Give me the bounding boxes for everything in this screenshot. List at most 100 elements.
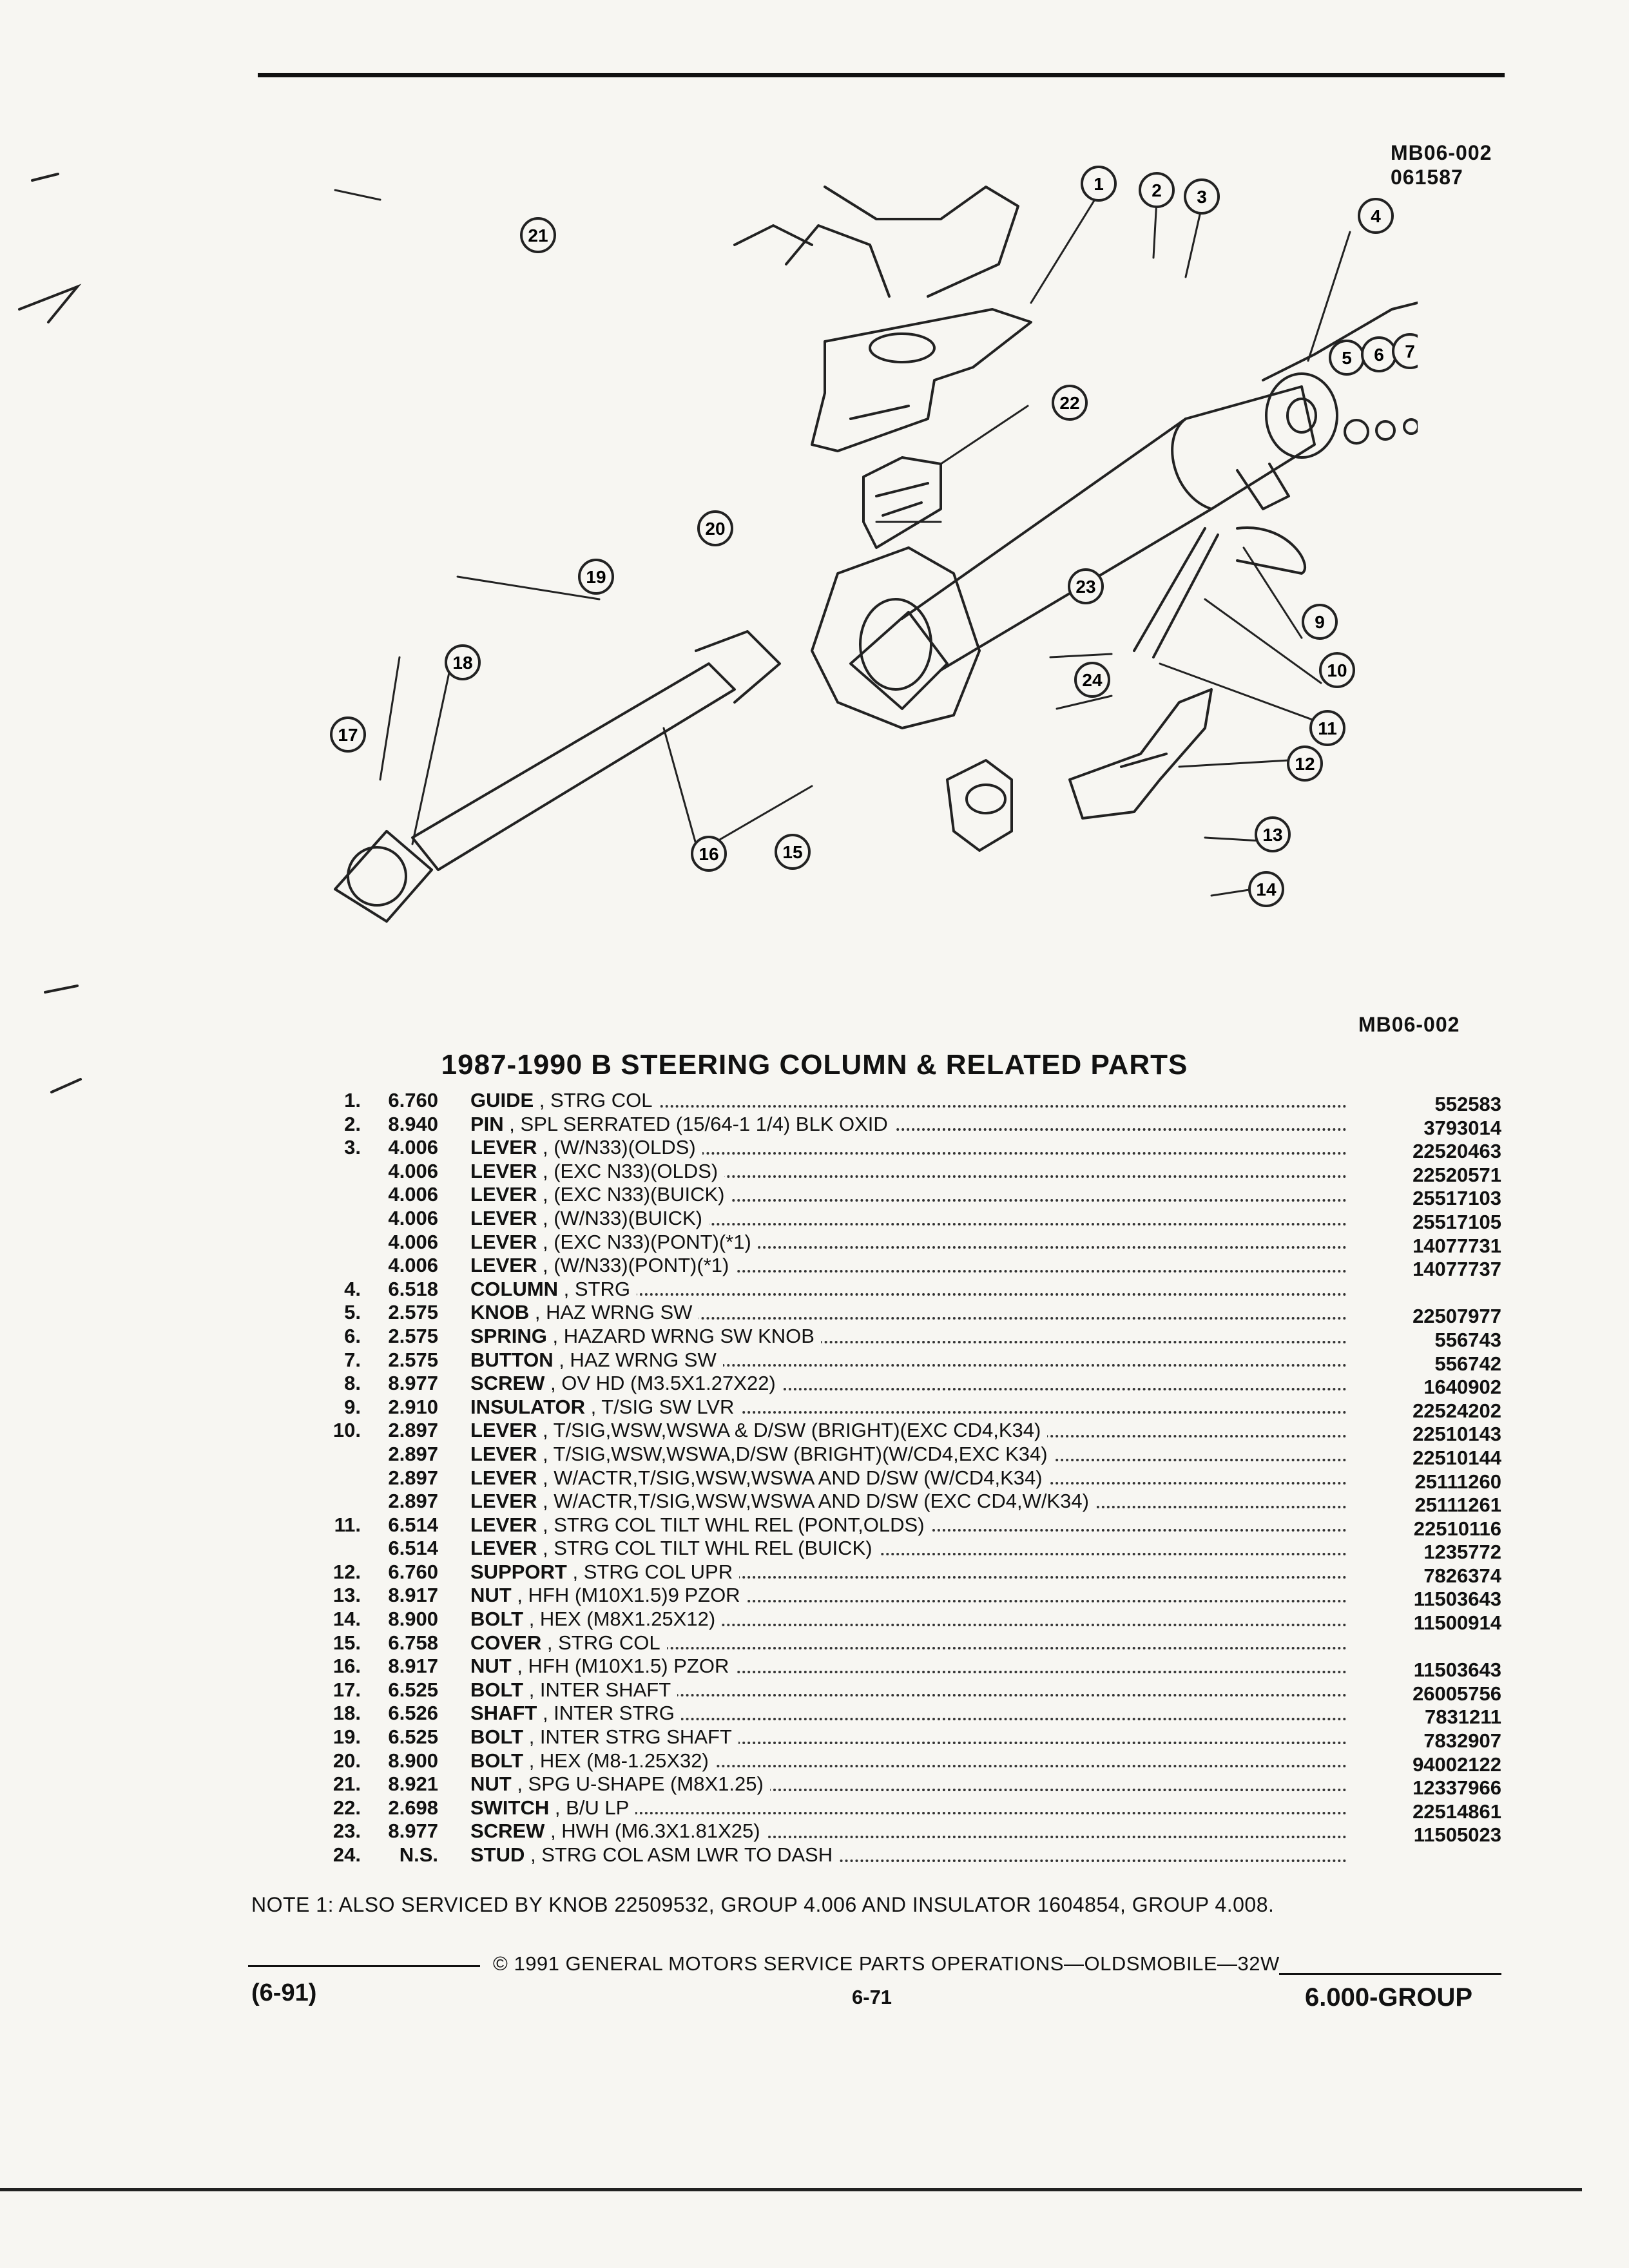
part-name: LEVER [470,1136,537,1159]
svg-text:24: 24 [1082,670,1103,690]
callout-20: 20 [697,510,733,546]
svg-text:23: 23 [1075,577,1095,597]
part-name: BOLT [470,1608,524,1631]
item-number: 24. [333,1843,361,1866]
part-detail: , (W/N33)(BUICK) [537,1206,709,1229]
dot-leader [470,1411,1347,1414]
part-name: BUTTON [470,1348,554,1371]
part-detail: , STRG [558,1277,637,1300]
part-detail: , (W/N33)(PONT)(*1) [537,1254,736,1277]
item-number: 15. [333,1631,361,1654]
item-number: 11. [334,1513,361,1536]
part-name: STUD [470,1843,525,1866]
group-number: 4.006 [388,1159,438,1182]
dot-leader [470,1293,1347,1296]
dot-leader [470,1718,1347,1721]
hazard-knob-parts-drawing [1344,418,1418,445]
footer-rule-left [248,1965,480,1967]
part-description: NUT , HFH (M10X1.5) PZOR [470,1655,1347,1678]
figure-id-footer: MB06-002 [1358,1013,1460,1036]
part-detail: , T/SIG,WSW,WSWA & D/SW (BRIGHT)(EXC CD4… [537,1419,1048,1442]
group-number: 8.900 [388,1749,438,1772]
group-number: 8.940 [388,1112,438,1135]
callout-18: 18 [445,644,481,680]
item-number: 13. [333,1584,361,1607]
figure-date-code: 061587 [1391,166,1463,189]
part-description: LEVER , T/SIG,WSW,WSWA,D/SW (BRIGHT)(W/C… [470,1442,1347,1466]
part-number: 1235772 [1423,1541,1501,1564]
dot-leader [470,1600,1347,1603]
callout-7: 7 [1392,333,1418,369]
dot-leader [470,1741,1347,1744]
part-detail: , (EXC N33)(BUICK) [537,1183,731,1206]
part-name: SCREW [470,1372,545,1395]
part-name: PIN [470,1112,504,1135]
part-description: SPRING , HAZARD WRNG SW KNOB [470,1324,1347,1349]
group-number: 2.698 [388,1796,438,1819]
part-description: KNOB , HAZ WRNG SW [470,1301,1347,1325]
part-number: 7826374 [1423,1564,1501,1587]
svg-text:1: 1 [1094,174,1104,194]
part-description: SCREW , HWH (M6.3X1.81X25) [470,1820,1347,1843]
figure-id: MB06-002 [1391,141,1492,164]
part-number: 11503643 [1413,1588,1501,1611]
dot-leader [470,1859,1347,1862]
svg-text:13: 13 [1262,825,1282,845]
dot-leader [470,1151,1347,1155]
dot-leader [470,1576,1347,1579]
item-number: 20. [333,1749,361,1772]
part-detail: , HWH (M6.3X1.81X25) [545,1820,767,1843]
column-support-drawing [1068,688,1213,820]
part-detail: , HAZ WRNG SW [553,1348,723,1371]
part-number: 25111260 [1414,1470,1501,1493]
intermediate-shaft-drawing [334,630,781,923]
part-description: COVER , STRG COL [470,1631,1347,1655]
group-number: 4.006 [388,1136,438,1159]
item-number: 1. [344,1089,361,1111]
item-number: 3. [344,1136,361,1159]
part-detail: , (EXC N33)(PONT)(*1) [537,1230,758,1253]
group-number: 2.575 [388,1324,438,1347]
callout-bubbles: 1 2 3 4 5 6 7 8 9 10 11 12 13 14 15 16 1… [330,166,1418,907]
part-description: SCREW , OV HD (M3.5X1.27X22) [470,1372,1347,1396]
callout-13: 13 [1255,816,1291,852]
group-number: 8.977 [388,1820,438,1843]
group-number: 8.900 [388,1608,438,1631]
part-number: 556742 [1434,1352,1501,1375]
group-number: 6.760 [388,1089,438,1111]
dot-leader [470,1812,1347,1815]
svg-text:22: 22 [1059,393,1079,413]
column-cover-drawing [946,759,1013,852]
footer-rule-right [1279,1973,1501,1975]
item-number: 9. [344,1395,361,1418]
group-number: 2.897 [388,1419,438,1442]
part-detail: , SPL SERRATED (15/64-1 1/4) BLK OXID [503,1112,894,1135]
part-number: 3793014 [1423,1116,1501,1139]
part-number: 22507977 [1412,1305,1501,1328]
item-number: 23. [333,1820,361,1843]
callout-4: 4 [1358,198,1394,234]
part-detail: , W/ACTR,T/SIG,WSW,WSWA AND D/SW (W/CD4,… [537,1466,1049,1489]
part-name: BOLT [470,1678,524,1701]
svg-text:6: 6 [1374,345,1384,365]
part-name: LEVER [470,1466,537,1489]
dot-leader [470,1246,1347,1249]
svg-text:9: 9 [1315,612,1325,632]
part-description: NUT , SPG U-SHAPE (M8X1.25) [470,1773,1347,1796]
part-description: LEVER , STRG COL TILT WHL REL (PONT,OLDS… [470,1513,1347,1537]
part-detail: , (EXC N33)(OLDS) [537,1159,725,1182]
part-detail: , SPG U-SHAPE (M8X1.25) [511,1773,770,1796]
part-number: 14077737 [1412,1258,1501,1281]
